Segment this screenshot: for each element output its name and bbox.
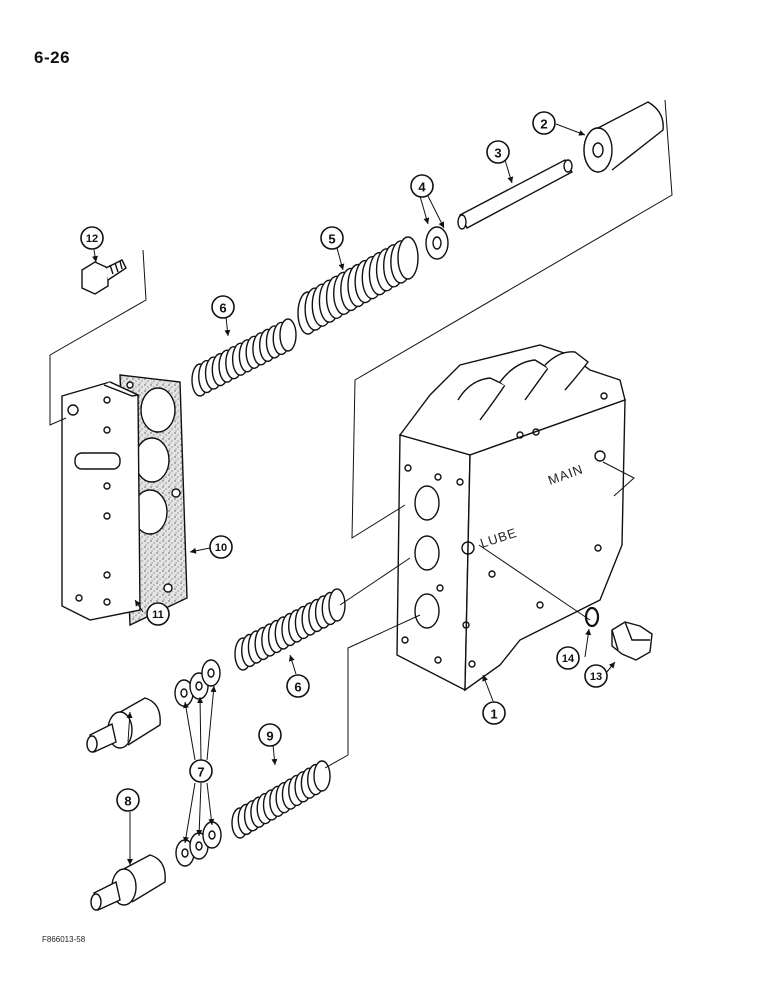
spring-coil (328, 588, 346, 622)
callout-12: 12 (86, 233, 98, 245)
callout-10: 10 (215, 542, 227, 554)
lower-piston-part (90, 854, 166, 911)
callout-2: 2 (540, 117, 547, 132)
valve-spool-part (457, 159, 573, 230)
figure-code: F866013-58 (42, 935, 86, 944)
spring-seat-washer-part (425, 226, 449, 260)
bottom-spring-part (231, 760, 331, 839)
spring-coil (397, 236, 419, 280)
callout-9: 9 (266, 729, 273, 744)
callout-14: 14 (562, 653, 575, 665)
callout-13: 13 (590, 671, 602, 683)
callout-1: 1 (490, 707, 497, 722)
callout-6-upper: 6 (219, 301, 226, 316)
callout-4: 4 (418, 180, 426, 195)
cover-plate-part (61, 381, 141, 621)
lower-spring-part (234, 588, 346, 671)
upper-piston-part (86, 697, 161, 753)
page-number: 6-26 (34, 48, 71, 67)
assembly-lines (49, 99, 673, 769)
callout-circles (80, 111, 608, 812)
o-ring-part (584, 606, 600, 628)
callout-5: 5 (328, 232, 335, 247)
callout-7: 7 (197, 765, 204, 780)
spring-coil (313, 760, 331, 792)
callout-8: 8 (124, 794, 131, 809)
callout-11: 11 (152, 609, 164, 621)
upper-washer-set-part (174, 659, 221, 707)
plug-bolt-part (611, 621, 653, 661)
callout-3: 3 (494, 146, 501, 161)
plug-cap-part (583, 101, 664, 173)
valve-housing-part (396, 344, 626, 692)
spring-coil (279, 318, 297, 352)
cover-bolt-part (81, 259, 127, 295)
upper-spring-part (191, 318, 297, 397)
callout-6-lower: 6 (294, 680, 301, 695)
large-spring-part (297, 236, 419, 335)
leader-lines (92, 123, 616, 865)
lower-washer-set-part (175, 821, 222, 867)
